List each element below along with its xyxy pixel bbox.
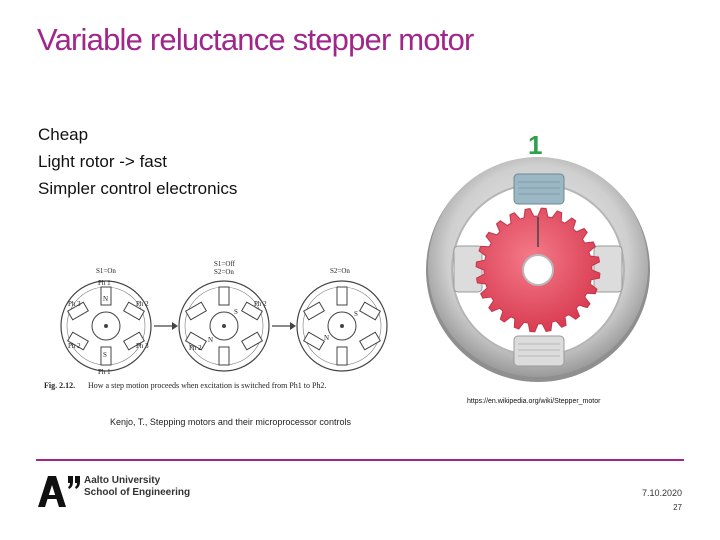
motor-stage-1: N S Ph 1 Ph 3 Ph 2 Ph 2 Ph 3 Ph 1 — [60, 279, 152, 376]
university-line-2: School of Engineering — [84, 487, 191, 498]
slide-date: 7.10.2020 — [641, 488, 682, 498]
svg-text:Ph 1: Ph 1 — [98, 368, 111, 376]
svg-text:N: N — [103, 295, 108, 303]
page-number: 27 — [673, 503, 682, 512]
step-number: 1 — [528, 130, 542, 160]
step-motion-diagram: S1=On S1=Off S2=On S2=On N S Ph 1 Ph 3 P… — [44, 260, 388, 390]
svg-text:Ph 2: Ph 2 — [136, 300, 149, 308]
svg-text:Ph 3: Ph 3 — [68, 300, 81, 308]
svg-text:Ph 2: Ph 2 — [68, 342, 81, 350]
stage-2-label-a: S1=Off — [214, 260, 236, 268]
svg-text:Ph 1: Ph 1 — [98, 279, 111, 287]
stepper-motor-illustration: 1 — [426, 130, 650, 382]
rotor — [475, 207, 601, 333]
stage-3-label: S2=On — [330, 267, 350, 275]
image-source-url[interactable]: https://en.wikipedia.org/wiki/Stepper_mo… — [467, 398, 601, 405]
svg-text:S: S — [354, 310, 358, 318]
arrow-icon — [154, 322, 178, 330]
svg-text:N: N — [324, 334, 329, 342]
slide-title: Variable reluctance stepper motor — [37, 22, 474, 57]
bullet-list: Cheap Light rotor -> fast Simpler contro… — [38, 121, 237, 202]
svg-text:Ph 2: Ph 2 — [189, 344, 202, 352]
figure-caption-text: How a step motion proceeds when excitati… — [88, 381, 326, 390]
svg-text:Ph 2: Ph 2 — [254, 300, 267, 308]
bullet-item: Cheap — [38, 125, 89, 144]
stage-2-label-b: S2=On — [214, 268, 234, 276]
stator-coils — [453, 173, 623, 367]
svg-text:N: N — [208, 336, 213, 344]
university-name: Aalto University School of Engineering — [84, 475, 190, 499]
motor-stage-2: S N Ph 2 Ph 2 — [178, 280, 270, 372]
stage-1-label: S1=On — [96, 267, 116, 275]
bullet-item: Simpler control electronics — [38, 179, 238, 198]
svg-text:S: S — [234, 308, 238, 316]
bullet-item: Light rotor -> fast — [38, 152, 167, 171]
reference-citation: Kenjo, T., Stepping motors and their mic… — [110, 417, 351, 427]
footer-divider — [36, 459, 684, 461]
aalto-logo-icon — [38, 476, 80, 507]
arrow-icon — [272, 322, 296, 330]
motor-stage-3: S N — [296, 280, 388, 372]
figure-caption-number: Fig. 2.12. — [44, 381, 75, 390]
university-line-1: Aalto University — [84, 475, 161, 486]
svg-text:Ph 3: Ph 3 — [136, 342, 149, 350]
svg-text:S: S — [103, 351, 107, 359]
